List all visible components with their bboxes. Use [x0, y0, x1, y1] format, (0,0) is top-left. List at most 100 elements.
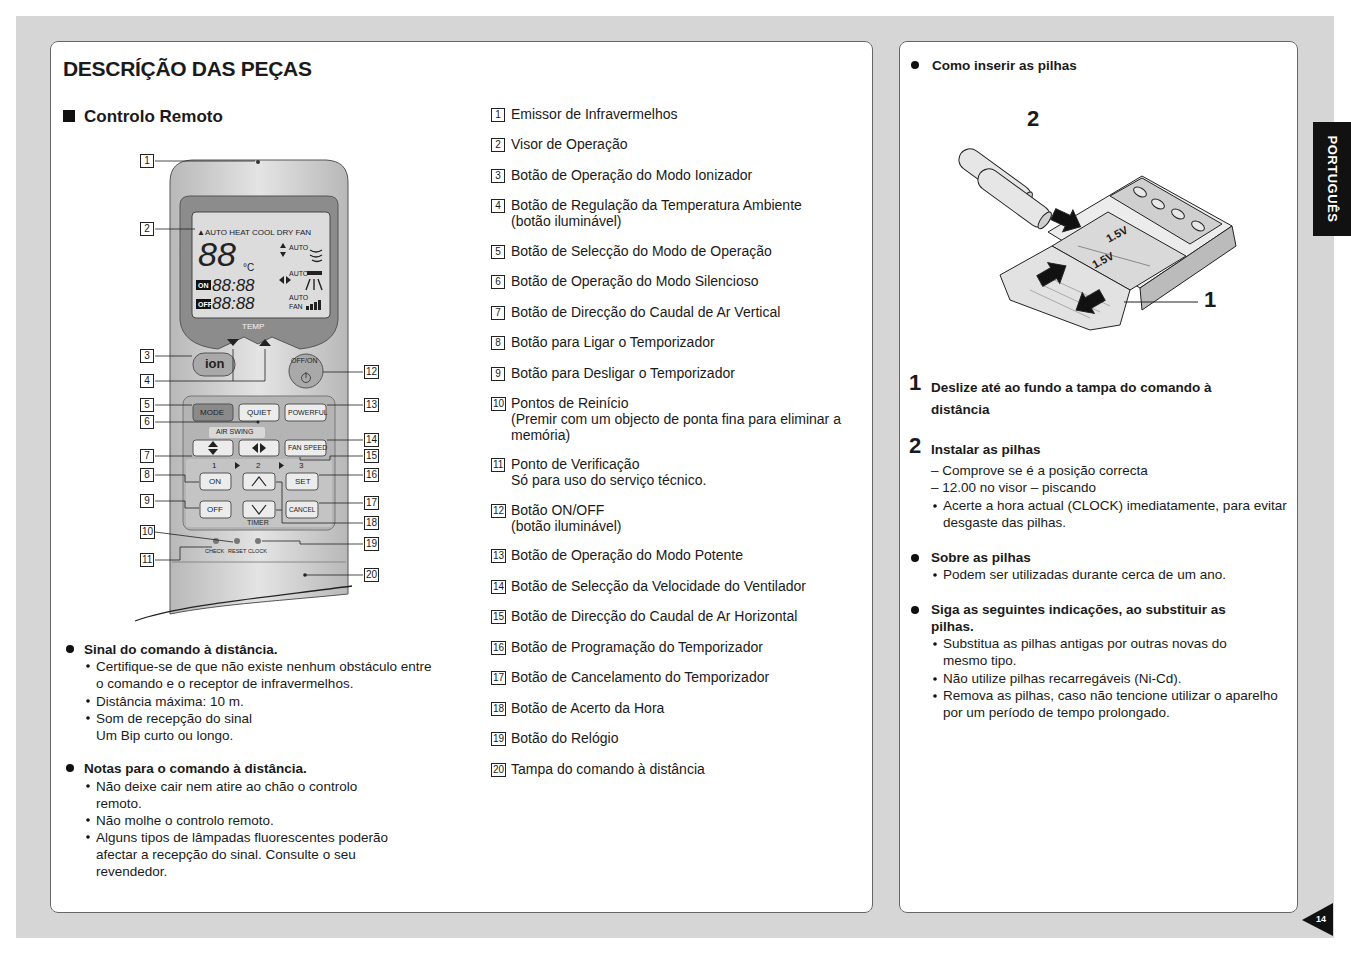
- step-number: 2: [909, 435, 921, 457]
- part-description: Botão de Operação do Modo Ionizador: [511, 167, 752, 183]
- callout-number: 14: [364, 433, 379, 447]
- callout-number: 20: [364, 568, 379, 582]
- battery-illustration: [955, 144, 1236, 330]
- callout-number: 11: [491, 458, 505, 472]
- part-description: (Premir com um objecto de ponta fina par…: [511, 411, 863, 443]
- remote-marking: 88:88: [212, 294, 255, 314]
- remote-marking: ON: [209, 477, 221, 487]
- note-heading: Siga as seguintes indicações, ao substit…: [931, 601, 1261, 635]
- remote-marking: AUTO: [289, 244, 308, 252]
- remote-control: [135, 160, 352, 621]
- remote-marking: RESET: [228, 548, 246, 555]
- callout-number: 9: [491, 367, 505, 381]
- remote-marking: TIMER: [247, 519, 269, 527]
- remote-marking: 88: [198, 234, 236, 275]
- note-text: – 12.00 no visor – piscando: [931, 479, 1096, 496]
- remote-marking: OFF/ON: [291, 357, 317, 365]
- remote-marking: AUTO: [289, 270, 308, 278]
- callout-number: 11: [140, 553, 154, 567]
- note-heading: Instalar as pilhas: [931, 441, 1041, 458]
- callout-number: 12: [364, 365, 379, 379]
- note-heading: Sobre as pilhas: [931, 549, 1031, 566]
- callout-number: 6: [140, 415, 154, 429]
- leader-lines: [155, 161, 363, 575]
- section-heading: Como inserir as pilhas: [932, 58, 1077, 74]
- remote-marking: 1: [212, 461, 216, 471]
- part-description: Botão de Direcção do Caudal de Ar Horizo…: [511, 608, 797, 624]
- callout-number: 20: [491, 763, 506, 777]
- part-description: Botão de Operação do Modo Silencioso: [511, 273, 759, 289]
- callout-number: 3: [140, 349, 154, 363]
- part-description: Botão de Cancelamento do Temporizador: [511, 669, 769, 685]
- callout-number: 17: [364, 496, 379, 510]
- triangle-shape: [1302, 903, 1333, 936]
- callout-number: 7: [140, 449, 154, 463]
- callout-number: 1: [491, 108, 505, 122]
- part-description: Só para uso do serviço técnico.: [511, 472, 706, 488]
- callout-number: 5: [140, 398, 154, 412]
- callout-number: 8: [140, 468, 154, 482]
- step-number: 2: [1027, 108, 1039, 130]
- callout-number: 2: [140, 222, 154, 236]
- callout-number: 18: [491, 702, 506, 716]
- callout-number: 6: [491, 275, 505, 289]
- remote-marking: OFF: [207, 505, 223, 515]
- remote-marking: 88:88: [212, 276, 255, 296]
- panel-ground: [899, 41, 1298, 913]
- callout-number: 10: [491, 397, 506, 411]
- heading-square: [63, 110, 75, 122]
- note-text: Não molhe o controlo remoto.: [96, 812, 274, 829]
- battery-voltage: 1.5V: [1104, 223, 1130, 245]
- remote-marking: FAN SPEED: [288, 444, 327, 452]
- note-text: Podem ser utilizadas durante cerca de um…: [943, 566, 1226, 583]
- note-text: – Comprove se é a posição correcta: [931, 462, 1148, 479]
- panel-ground: [50, 41, 873, 913]
- remote-marking: POWERFUL: [288, 409, 328, 417]
- part-description: Botão para Ligar o Temporizador: [511, 334, 715, 350]
- section-heading: Controlo Remoto: [84, 107, 223, 127]
- remote-marking: CANCEL: [289, 506, 315, 514]
- part-description: Botão do Relógio: [511, 730, 618, 746]
- remote-marking: CLOCK: [248, 548, 267, 555]
- part-description: Emissor de Infravermelhos: [511, 106, 678, 122]
- battery-voltage: 1.5V: [1090, 249, 1116, 271]
- note-text: Distância máxima: 10 m.: [96, 693, 244, 710]
- remote-marking: OFF: [198, 300, 212, 309]
- part-description: Botão de Operação do Modo Potente: [511, 547, 743, 563]
- language-tab-text: PORTUGUÊS: [1324, 136, 1340, 223]
- part-description: Botão de Selecção da Velocidade do Venti…: [511, 578, 806, 594]
- part-description: Botão de Acerto da Hora: [511, 700, 664, 716]
- page-number: 14: [1302, 903, 1333, 936]
- note-text: Acerte a hora actual (CLOCK) imediatamen…: [943, 497, 1288, 531]
- callout-number: 13: [491, 549, 506, 563]
- step-number: 1: [1204, 289, 1216, 311]
- callout-number: 8: [491, 336, 505, 350]
- part-description: Botão ON/OFF: [511, 502, 604, 518]
- language-tab: PORTUGUÊS: [1313, 122, 1351, 236]
- remote-marking: °C: [243, 262, 254, 274]
- note-heading: Deslize até ao fundo a tampa do comando …: [931, 377, 1251, 421]
- callout-number: 9: [140, 494, 154, 508]
- callout-number: 15: [491, 610, 506, 624]
- callout-number: 14: [491, 580, 506, 594]
- callout-number: 4: [491, 199, 505, 213]
- callout-number: 1: [140, 154, 154, 168]
- part-description: Botão de Regulação da Temperatura Ambien…: [511, 197, 823, 229]
- callout-number: 3: [491, 169, 505, 183]
- remote-marking: ion: [205, 356, 225, 372]
- callout-number: 18: [364, 516, 379, 530]
- note-text: Substitua as pilhas antigas por outras n…: [943, 635, 1258, 669]
- page-title: DESCRÍÇÃO DAS PEÇAS: [63, 56, 312, 81]
- callout-number: 7: [491, 306, 505, 320]
- remote-marking: AUTO: [289, 294, 308, 302]
- callout-number: 16: [364, 468, 379, 482]
- callout-number: 4: [140, 374, 154, 388]
- part-description: Visor de Operação: [511, 136, 627, 152]
- note-text: Não utilize pilhas recarregáveis (Ni-Cd)…: [943, 670, 1182, 687]
- remote-marking: 2: [256, 461, 260, 471]
- part-description: Botão de Programação do Temporizador: [511, 639, 763, 655]
- note-text: Um Bip curto ou longo.: [96, 727, 233, 744]
- remote-marking: 3: [299, 461, 303, 471]
- remote-marking: QUIET: [247, 408, 271, 418]
